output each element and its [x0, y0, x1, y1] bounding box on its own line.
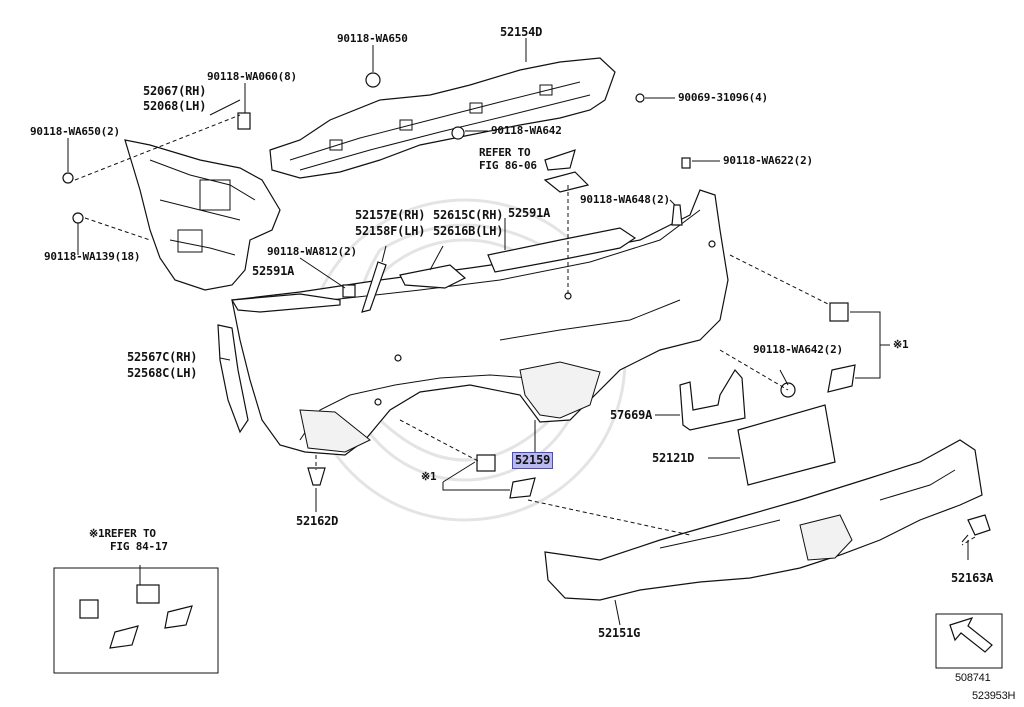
side-spacer[interactable]	[217, 324, 249, 434]
label-52068-lh[interactable]: 52068(LH)	[143, 99, 207, 113]
label-90118-wa622[interactable]: 90118-WA622(2)	[723, 154, 813, 167]
side-bumper-bracket[interactable]	[124, 139, 281, 291]
label-52154d[interactable]: 52154D	[500, 25, 543, 39]
upper-garnish-left[interactable]	[230, 293, 341, 313]
label-52067-rh[interactable]: 52067(RH)	[143, 84, 207, 98]
rear-reflector[interactable]	[399, 264, 467, 289]
label-52159-highlighted[interactable]: 52159	[512, 452, 554, 469]
label-57669a[interactable]: 57669A	[610, 408, 653, 422]
label-52568c-lh[interactable]: 52568C(LH)	[127, 366, 198, 380]
label-52567c-rh[interactable]: 52567C(RH)	[127, 350, 198, 364]
leader-lines	[67, 38, 969, 626]
label-90118-wa139[interactable]: 90118-WA139(18)	[44, 250, 141, 263]
diagram-code-508741: 508741	[955, 672, 991, 684]
lower-bumper-diffuser[interactable]	[544, 439, 983, 601]
label-52158f-lh[interactable]: 52158F(LH)	[355, 224, 426, 238]
label-52615c-rh[interactable]: 52615C(RH)	[433, 208, 504, 222]
label-90118-wa642-2[interactable]: 90118-WA642(2)	[753, 343, 843, 356]
label-52162d[interactable]: 52162D	[296, 514, 339, 528]
label-90118-wa642[interactable]: 90118-WA642	[491, 124, 562, 137]
orientation-arrow-icon	[935, 613, 1003, 669]
diagram-code-523953h: 523953H	[972, 690, 1016, 702]
label-90118-wa650[interactable]: 90118-WA650	[337, 32, 408, 45]
rear-bumper-reinforcement[interactable]	[269, 57, 616, 179]
label-52591a-left[interactable]: 52591A	[252, 264, 295, 278]
upper-garnish-top[interactable]	[487, 227, 637, 273]
label-90118-wa650-2[interactable]: 90118-WA650(2)	[30, 125, 120, 138]
label-52151g[interactable]: 52151G	[598, 626, 641, 640]
label-52121d[interactable]: 52121D	[652, 451, 695, 465]
refer-84-label: ※1REFER TO	[89, 527, 156, 540]
cover-plug[interactable]	[961, 514, 991, 543]
label-90118-wa060[interactable]: 90118-WA060(8)	[207, 70, 297, 83]
note-mark-left: ※1	[421, 470, 437, 483]
label-52157e-rh[interactable]: 52157E(RH)	[355, 208, 426, 222]
note-mark-right: ※1	[893, 338, 909, 351]
label-52591a-top[interactable]: 52591A	[508, 206, 551, 220]
assembly-lines	[74, 114, 976, 546]
label-52616b-lh[interactable]: 52616B(LH)	[433, 224, 504, 238]
label-52163a[interactable]: 52163A	[951, 571, 994, 585]
reference-inset	[53, 565, 219, 674]
refer-to-label: REFER TO	[479, 146, 531, 159]
label-90118-wa812[interactable]: 90118-WA812(2)	[267, 245, 357, 258]
plate-holder[interactable]	[679, 368, 746, 431]
label-90069-31096[interactable]: 90069-31096(4)	[678, 91, 768, 104]
refer-fig-86-06[interactable]: FIG 86-06	[479, 159, 537, 172]
label-90118-wa648[interactable]: 90118-WA648(2)	[580, 193, 670, 206]
license-plate-bracket[interactable]	[737, 404, 836, 486]
fasteners	[62, 72, 856, 499]
bumper-stripe[interactable]	[361, 261, 387, 313]
refer-fig-84-17[interactable]: FIG 84-17	[110, 540, 168, 553]
